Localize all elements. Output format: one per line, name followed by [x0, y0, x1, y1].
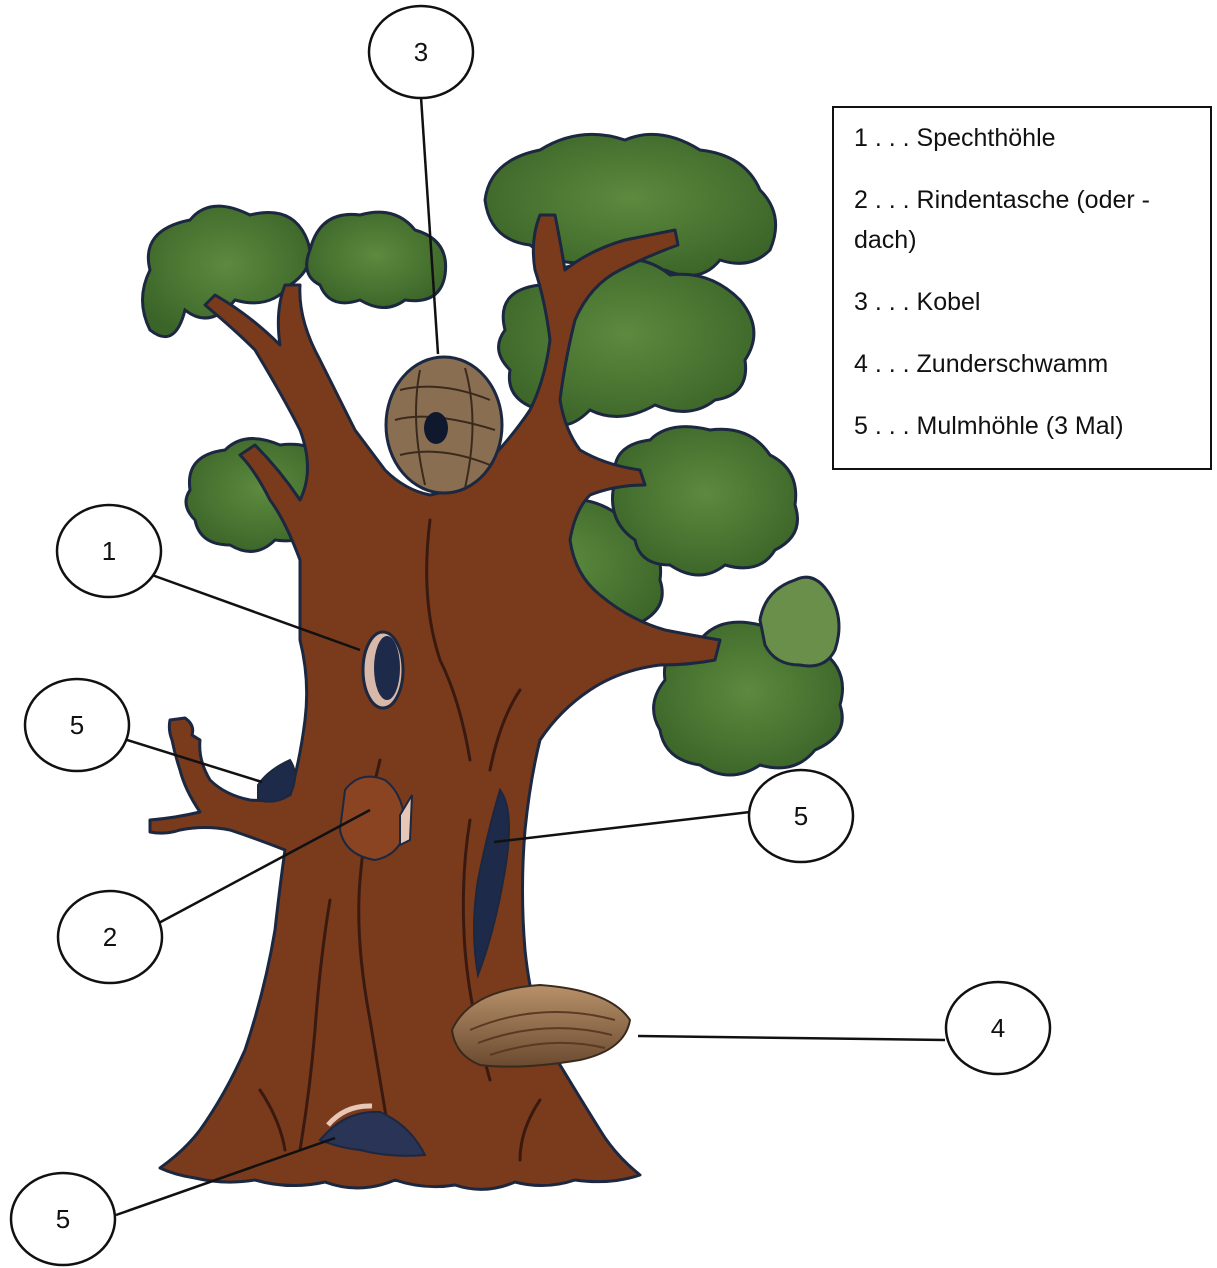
- callout-1: 1: [57, 505, 161, 597]
- callout-5-right-label: 5: [794, 801, 808, 831]
- legend-item-2: 2 . . . Rindentasche (oder -dach): [854, 180, 1192, 260]
- callout-5-left-label: 5: [70, 710, 84, 740]
- legend-item-1: 1 . . . Spechthöhle: [854, 118, 1192, 158]
- callout-4-label: 4: [991, 1013, 1005, 1043]
- leader-3: [421, 97, 438, 354]
- legend-box: 1 . . . Spechthöhle 2 . . . Rindentasche…: [832, 106, 1212, 470]
- callout-5-left: 5: [25, 679, 129, 771]
- callout-5-right: 5: [749, 770, 853, 862]
- callout-3-label: 3: [414, 37, 428, 67]
- legend-item-4: 4 . . . Zunderschwamm: [854, 344, 1192, 384]
- callout-5-bottom-label: 5: [56, 1204, 70, 1234]
- callout-3: 3: [369, 6, 473, 98]
- callout-2: 2: [58, 891, 162, 983]
- callout-4: 4: [946, 982, 1050, 1074]
- leader-4: [638, 1036, 945, 1040]
- callout-2-label: 2: [103, 922, 117, 952]
- legend-item-5: 5 . . . Mulmhöhle (3 Mal): [854, 406, 1192, 446]
- crown-right-middle: [613, 427, 798, 575]
- crown-top-middle: [307, 212, 446, 307]
- woodpecker-hole: [363, 632, 403, 708]
- legend-item-3: 3 . . . Kobel: [854, 282, 1192, 322]
- callout-1-label: 1: [102, 536, 116, 566]
- nest-kobel: [386, 357, 502, 493]
- callout-5-bottom: 5: [11, 1173, 115, 1265]
- crown-right-edge: [760, 577, 839, 666]
- hollow-left: [258, 760, 295, 802]
- leader-5b: [494, 812, 750, 842]
